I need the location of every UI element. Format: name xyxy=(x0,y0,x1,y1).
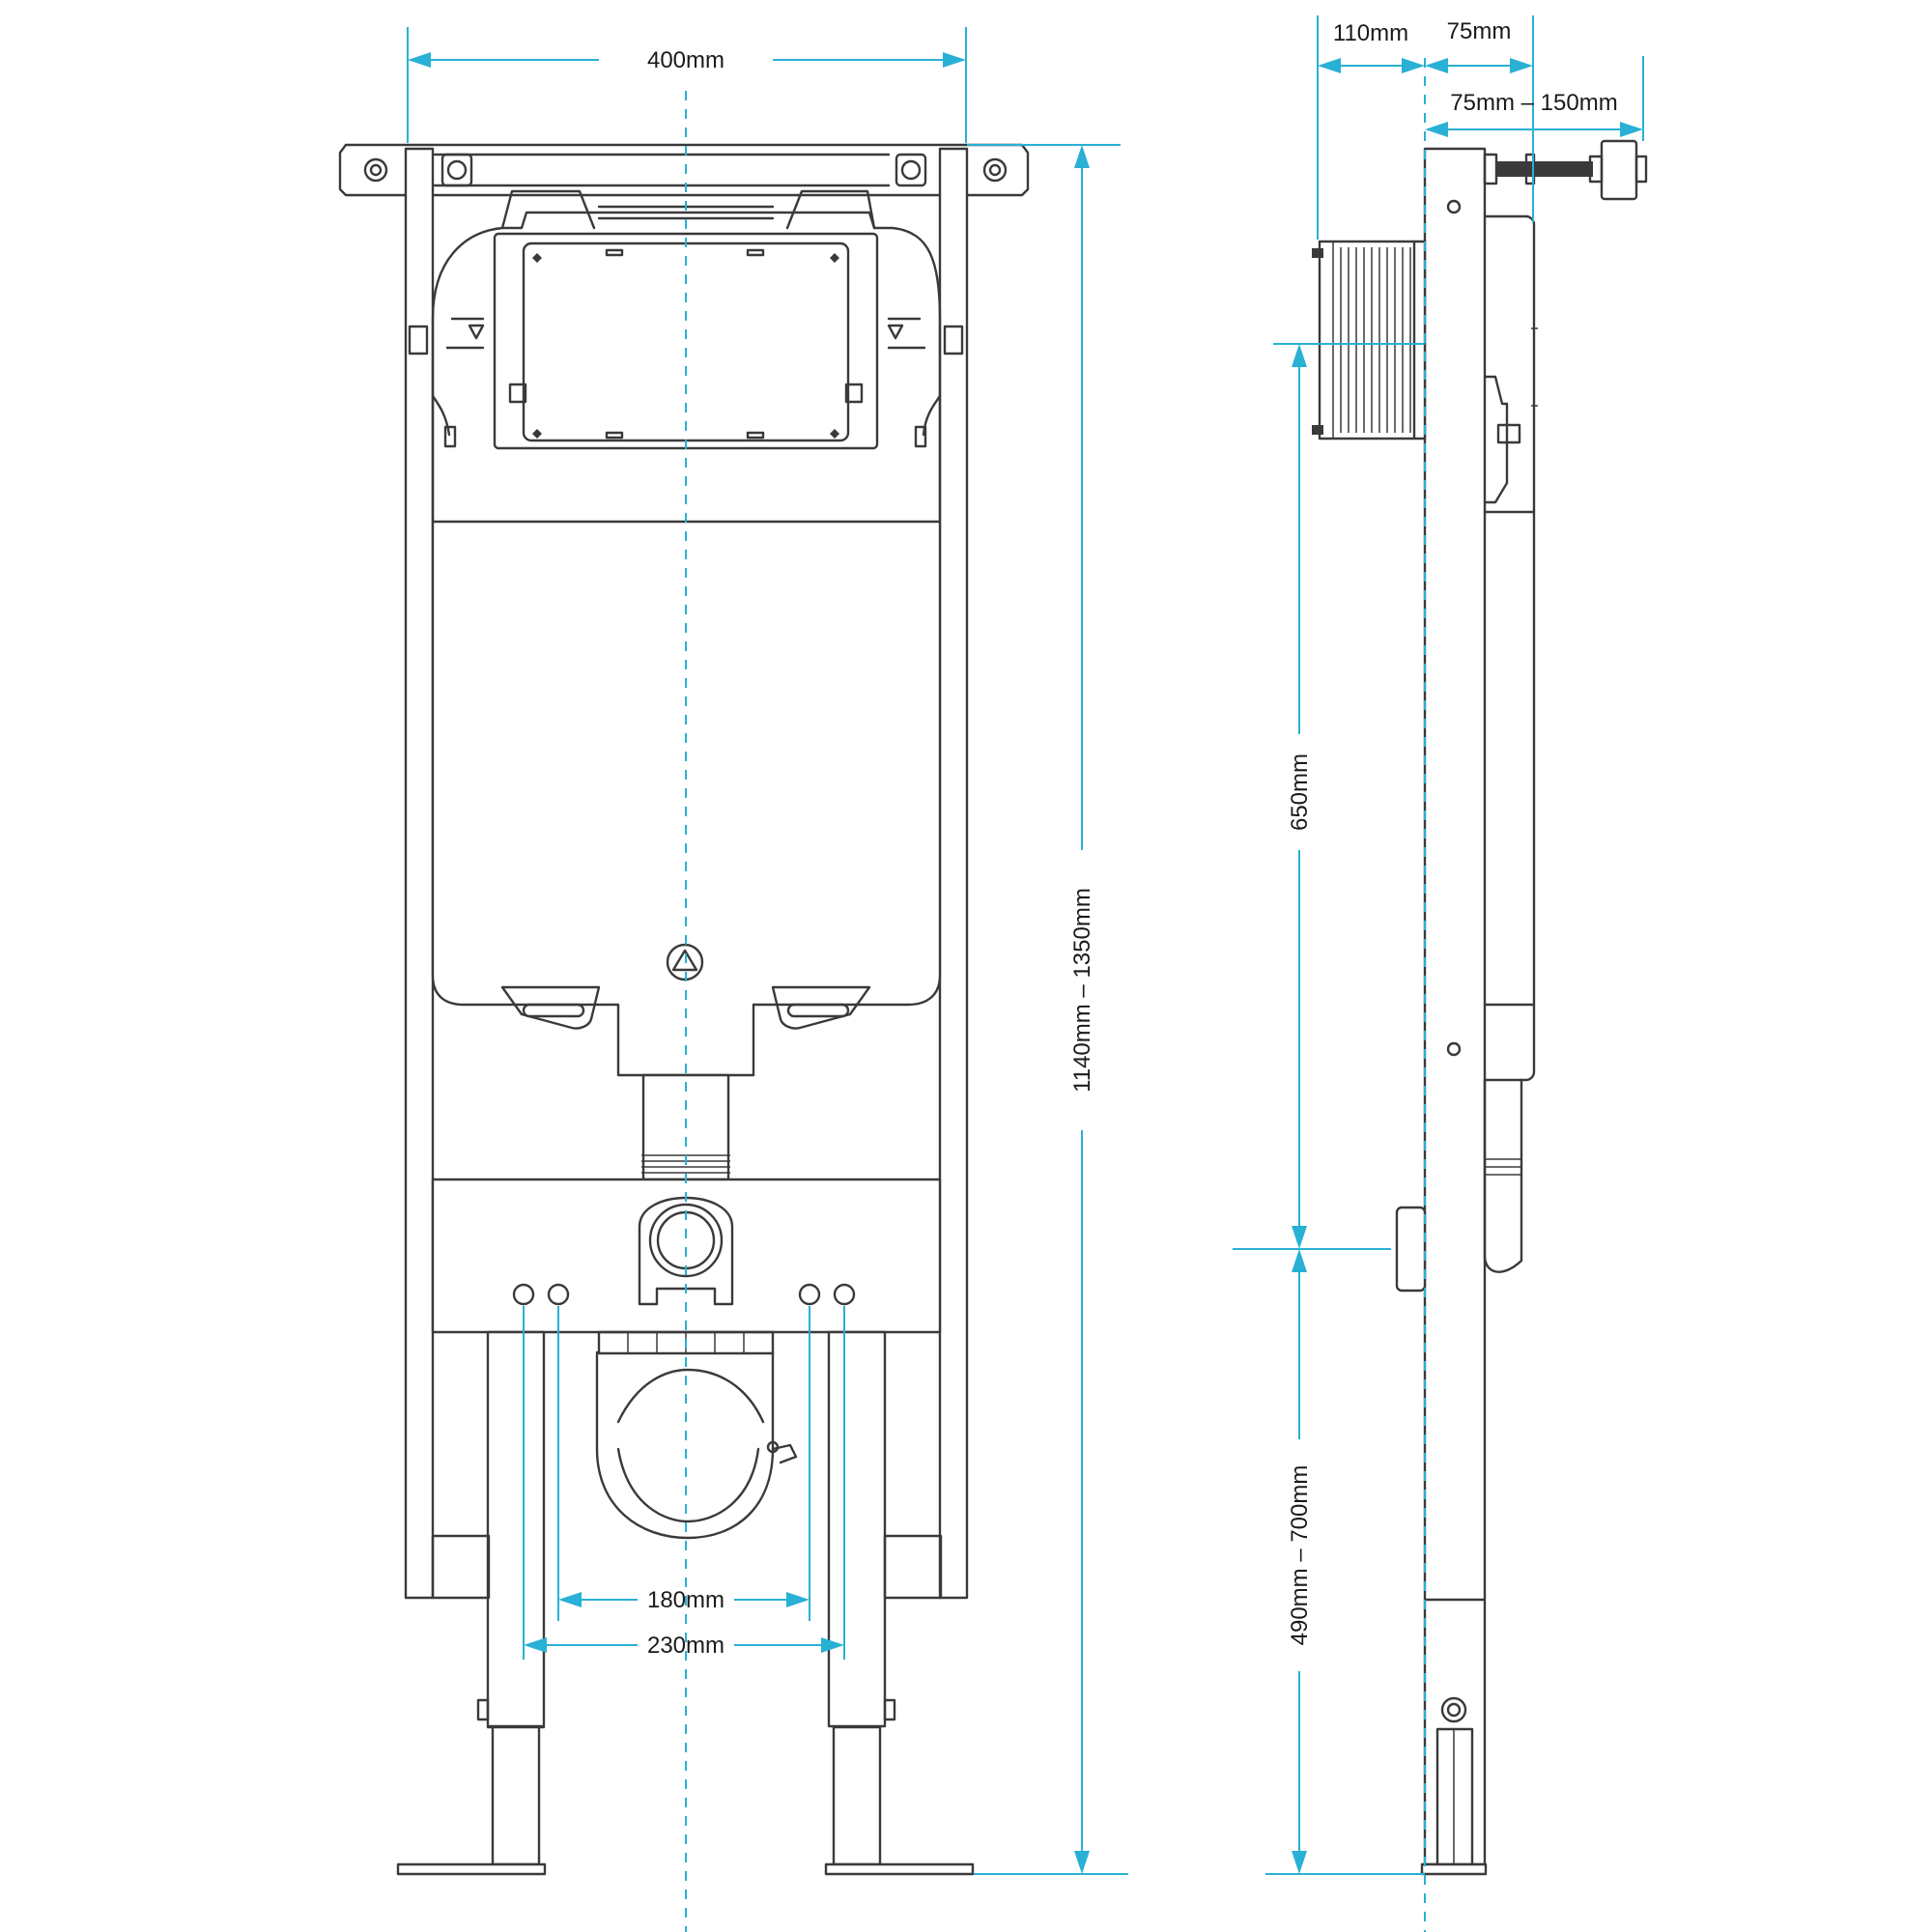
actuator-sleeve xyxy=(1312,240,1427,440)
side-cistern-profile xyxy=(1483,214,1538,1082)
cistern-tank xyxy=(431,520,942,1077)
side-view xyxy=(1312,139,1648,1876)
waste-pipe-bracket xyxy=(595,1330,798,1540)
side-flush-pipe xyxy=(1483,1078,1523,1273)
left-rail-clip xyxy=(408,325,429,355)
label-pan-connector-height: 650mm xyxy=(1287,753,1313,831)
label-frame-height: 1140mm – 1350mm xyxy=(1069,888,1095,1093)
cistern-upper-housing xyxy=(431,189,942,524)
access-panel xyxy=(493,232,879,450)
right-rail-clip xyxy=(943,325,964,355)
front-view xyxy=(338,143,1030,1876)
front-legs xyxy=(396,1330,975,1876)
side-frame-column xyxy=(1423,147,1487,1866)
left-frame-rail xyxy=(404,147,435,1600)
label-floor-to-outlet: 490mm – 700mm xyxy=(1287,1465,1313,1646)
right-frame-rail xyxy=(938,147,969,1600)
side-pan-connector xyxy=(1395,1206,1427,1293)
label-connection-inner: 180mm xyxy=(647,1587,724,1613)
label-frame-width: 400mm xyxy=(647,47,724,73)
top-mounting-bracket xyxy=(338,143,1030,197)
wall-bracket-rod xyxy=(1483,139,1648,201)
label-side-depth-rear: 75mm xyxy=(1447,18,1512,44)
label-wall-bracket-range: 75mm – 150mm xyxy=(1450,90,1617,116)
dimension-labels: 400mm 1140mm – 1350mm 180mm 230mm 110mm … xyxy=(647,18,1618,1659)
dimension-lines xyxy=(407,15,1644,1932)
label-side-depth-front: 110mm xyxy=(1333,20,1408,46)
label-connection-outer: 230mm xyxy=(647,1633,724,1659)
